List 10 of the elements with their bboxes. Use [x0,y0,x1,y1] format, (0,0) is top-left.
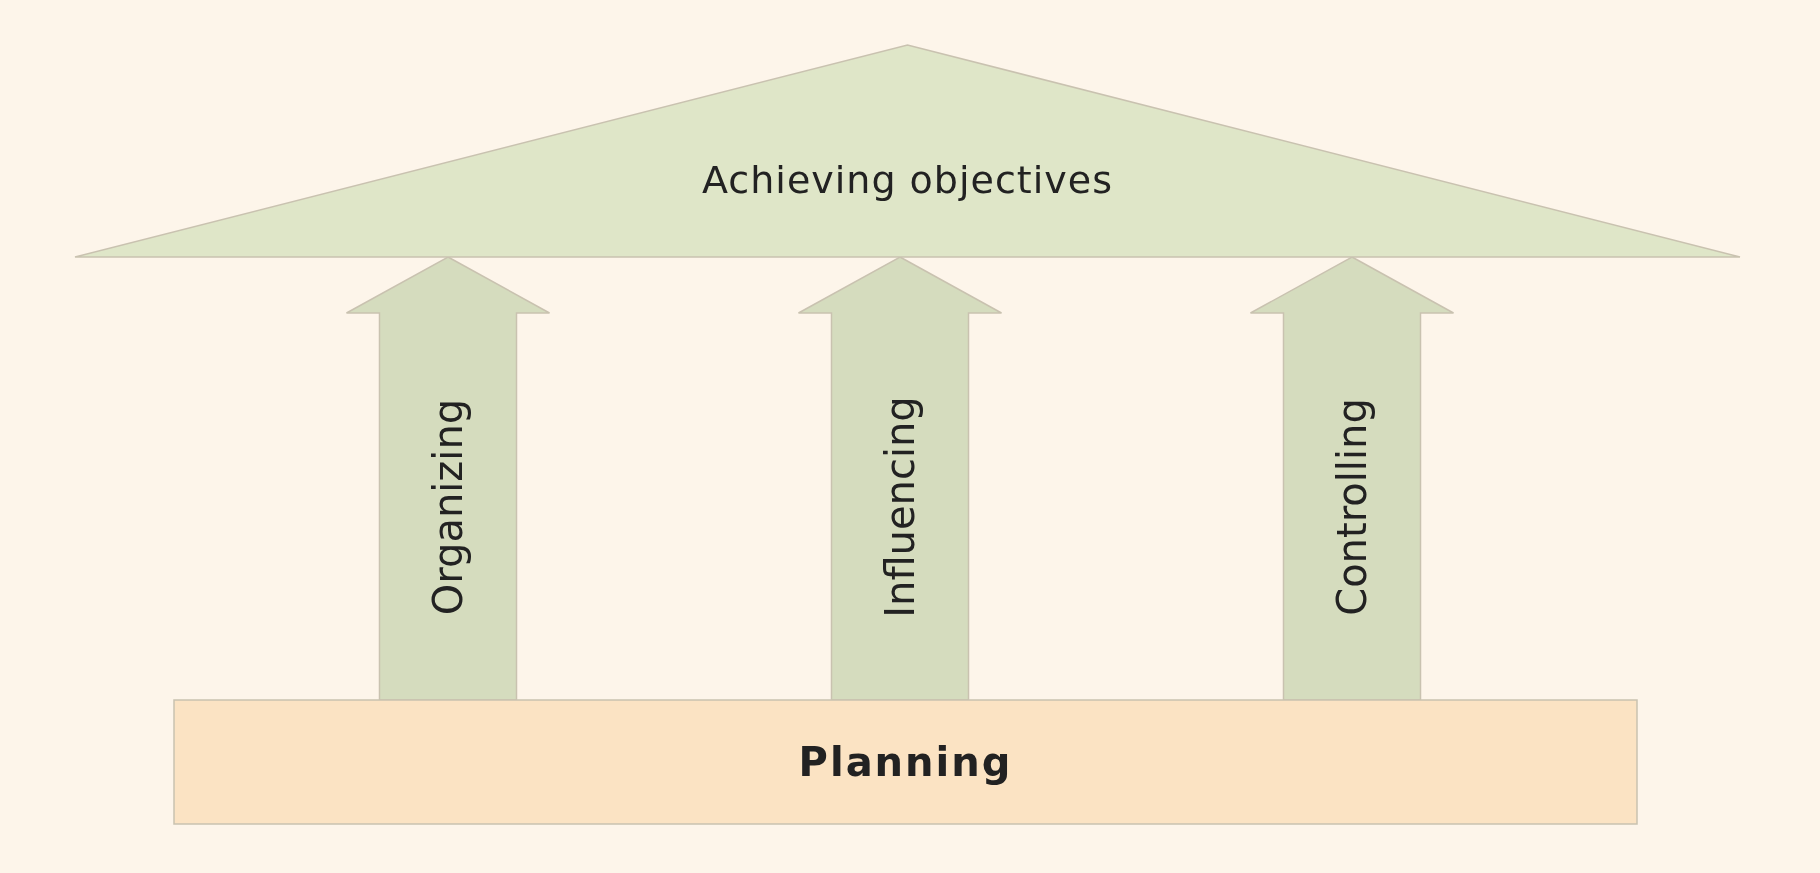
arrow-label: Organizing [425,398,471,615]
arrow-label: Controlling [1329,397,1375,616]
block-arrow [797,256,1003,701]
arrow-label: Influencing [877,395,923,618]
bar-label: Planning [798,739,1013,785]
planning-bar [174,700,1637,824]
roof-label: Achieving objectives [702,158,1113,202]
roof-triangle [75,45,1740,257]
block-arrow [345,256,551,701]
block-arrow [1249,256,1455,701]
